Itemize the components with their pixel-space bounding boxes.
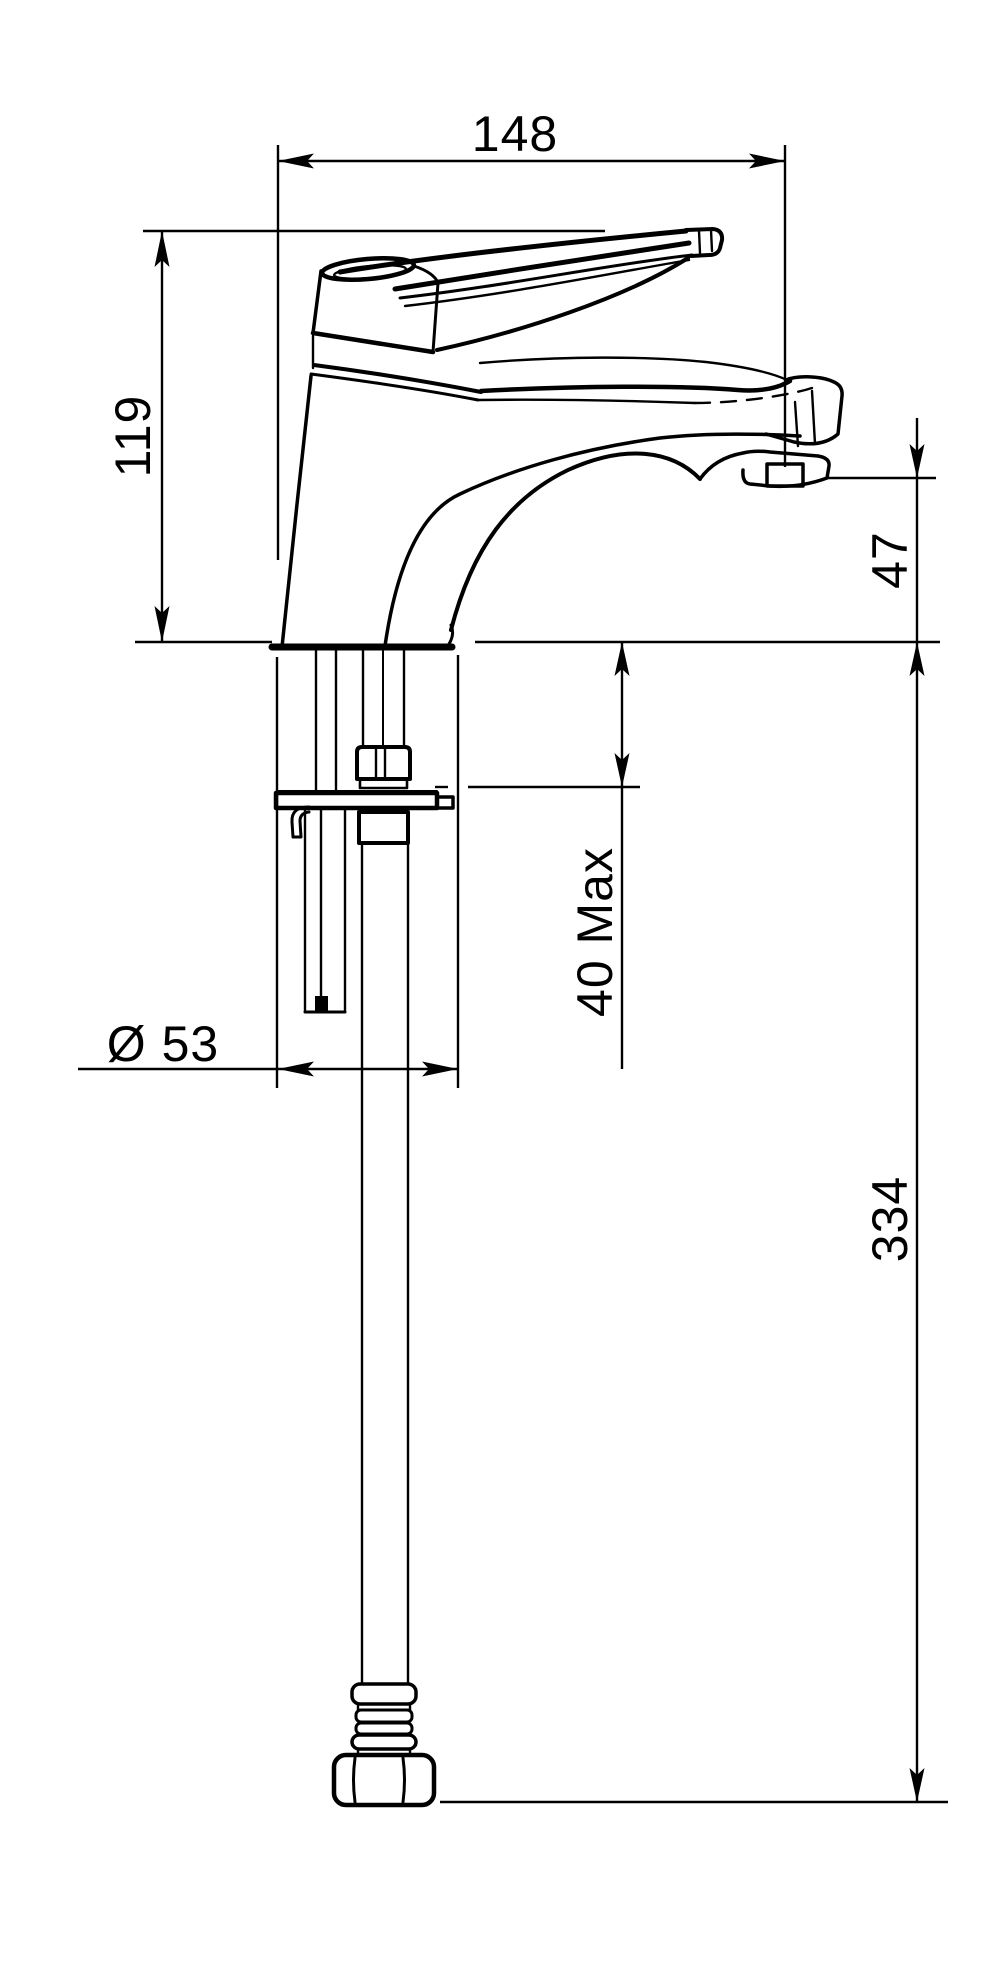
dimension-47: 47 — [827, 418, 936, 676]
knob-facet-2 — [709, 228, 714, 253]
arrowhead-right — [422, 1061, 458, 1077]
handle-underside-3 — [403, 258, 691, 308]
spout-inner-line — [476, 398, 697, 405]
fixing-washer — [358, 777, 409, 790]
dimension-40-max: 40 Max — [435, 642, 640, 1069]
spout-under-curve-inner — [383, 432, 802, 648]
hex-nut-facet-2 — [401, 1756, 406, 1804]
mounting-plate — [273, 790, 440, 811]
fixing-nut — [355, 745, 412, 781]
dimension-334: 334 — [440, 642, 948, 1804]
collar-ring-3 — [354, 1721, 414, 1736]
knob-facet-1 — [697, 229, 702, 255]
spout — [383, 356, 844, 648]
arrowhead-top — [154, 231, 170, 267]
cap-shoulder — [412, 264, 440, 285]
handle-top-edge — [337, 228, 689, 275]
collar-ring-2 — [354, 1708, 414, 1724]
spout-front-top-edge — [478, 378, 793, 394]
collar-bottom — [309, 372, 480, 402]
aerator-housing — [698, 449, 831, 489]
under-deck-assembly — [273, 646, 455, 1686]
dim-label-outlet-height: 47 — [862, 531, 918, 589]
dimension-diameter-53: Ø 53 — [78, 655, 460, 1088]
popup-rod-tip — [315, 996, 328, 1012]
retaining-hook — [290, 805, 311, 839]
dim-label-deck-thickness: 40 Max — [567, 847, 623, 1017]
handle-knob — [684, 227, 725, 258]
arrowhead-down — [614, 753, 630, 787]
cartridge-cap — [310, 264, 440, 355]
cap-right-edge — [431, 281, 440, 354]
hose-fitting — [357, 810, 410, 845]
dimension-148: 148 — [276, 106, 787, 560]
handle-belly-curve — [435, 256, 690, 352]
handle-underside-1 — [392, 240, 692, 292]
dim-label-hose-drop: 334 — [862, 1176, 918, 1262]
aerator-outlet — [765, 462, 805, 488]
spout-back-top-edge — [478, 356, 789, 382]
dim-label-spout-reach: 148 — [472, 106, 558, 162]
collar-ring-4 — [350, 1733, 418, 1751]
hex-nut — [331, 1752, 437, 1808]
arrowhead-up — [614, 642, 630, 676]
lever-handle — [319, 227, 725, 352]
cap-bottom-edge — [310, 330, 436, 355]
arrowhead-left — [278, 153, 314, 169]
cap-left-edge — [311, 269, 323, 335]
arrowhead-bottom — [154, 606, 170, 642]
plate-step — [435, 795, 455, 810]
spout-inner-line-dashed — [693, 386, 814, 405]
body-left-edge — [280, 374, 313, 649]
handle-underside-2 — [398, 253, 694, 300]
spout-under-curve-outer — [449, 451, 702, 632]
dim-label-base-diameter: Ø 53 — [107, 1016, 219, 1072]
arrowhead-left — [278, 1061, 314, 1077]
dimension-119: 119 — [105, 229, 940, 644]
arrowhead-down — [909, 444, 925, 478]
tip-facet-1 — [793, 400, 800, 448]
hose-end-connector — [331, 1682, 437, 1808]
dim-label-body-height: 119 — [105, 395, 161, 478]
swivel-collar — [309, 334, 483, 402]
arrowhead-down — [909, 1768, 925, 1802]
hex-nut-facet-1 — [352, 1756, 357, 1804]
collar-ring-1 — [350, 1682, 418, 1706]
body-base — [268, 374, 456, 651]
faucet-body-outline — [268, 227, 844, 1808]
collar-top — [312, 363, 483, 394]
arrowhead-right — [749, 153, 785, 169]
tip-facet-2 — [810, 389, 817, 446]
